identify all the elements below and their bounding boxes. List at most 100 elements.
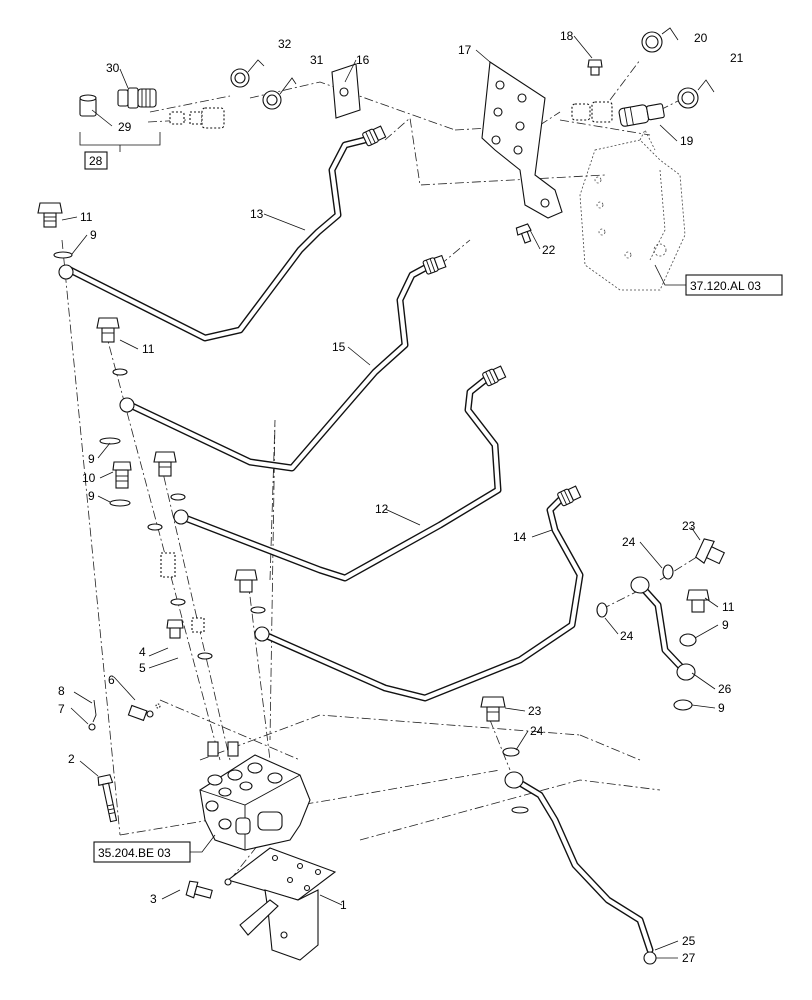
coupler-19 xyxy=(618,103,665,127)
label-23-a: 23 xyxy=(682,519,696,533)
adapter-10 xyxy=(112,461,132,489)
label-24-c: 24 xyxy=(530,724,544,738)
label-22: 22 xyxy=(542,243,556,257)
coupler-dotted-a xyxy=(169,107,225,129)
label-12: 12 xyxy=(375,502,389,516)
plate-16 xyxy=(331,63,361,119)
couplers-left xyxy=(79,59,297,129)
label-6: 6 xyxy=(108,673,115,687)
label-15: 15 xyxy=(332,340,346,354)
alignment-lines xyxy=(61,59,701,881)
washer-9-a xyxy=(53,251,73,259)
washer-24-b xyxy=(596,602,608,618)
coupler-30 xyxy=(117,87,157,109)
label-9-b: 9 xyxy=(88,452,95,466)
bolt-11-e xyxy=(686,589,710,613)
banjo-end-26a xyxy=(630,576,650,594)
washer-24-a xyxy=(662,564,674,580)
label-23-b: 23 xyxy=(528,704,542,718)
washer-9-b xyxy=(99,437,121,445)
label-1: 1 xyxy=(340,898,347,912)
label-9-c: 9 xyxy=(88,489,95,503)
banjo-end-12 xyxy=(173,509,189,525)
control-valve xyxy=(199,741,311,851)
label-28: 28 xyxy=(89,154,103,168)
banjo-bolts xyxy=(37,202,726,722)
label-7: 7 xyxy=(58,702,65,716)
pipe-fittings xyxy=(58,125,696,965)
bolt-3 xyxy=(185,880,213,899)
washer-24-c xyxy=(502,747,520,757)
bolt-4 xyxy=(166,619,184,639)
cap-29 xyxy=(79,94,97,117)
callout-leaders xyxy=(61,35,719,959)
box-28 xyxy=(84,151,108,170)
label-16: 16 xyxy=(356,53,370,67)
label-20: 20 xyxy=(694,31,708,45)
label-11-b: 11 xyxy=(142,342,155,356)
label-5: 5 xyxy=(139,661,146,675)
washer-small-7 xyxy=(511,806,529,814)
coupler-dotted-b xyxy=(571,101,613,123)
adapter-dotted-1 xyxy=(160,552,176,578)
label-14: 14 xyxy=(513,530,527,544)
banjo-end-14 xyxy=(254,626,270,642)
label-10: 10 xyxy=(82,471,96,485)
label-24-a: 24 xyxy=(622,535,636,549)
oring-21 xyxy=(677,87,699,109)
label-30: 30 xyxy=(106,61,120,75)
pin-7 xyxy=(88,723,96,731)
oring-32 xyxy=(230,68,250,88)
washer-small-6 xyxy=(197,652,213,660)
washer-small-5 xyxy=(250,606,266,614)
pipes xyxy=(66,136,686,954)
label-8: 8 xyxy=(58,684,65,698)
label-3: 3 xyxy=(150,892,157,906)
banjo-end-13 xyxy=(58,264,74,280)
label-21: 21 xyxy=(730,51,744,65)
screw-22 xyxy=(515,223,532,244)
spool-ports xyxy=(207,741,239,757)
oring-27 xyxy=(643,951,657,965)
fitting-15 xyxy=(422,254,447,275)
washer-small-1 xyxy=(112,368,128,376)
label-27: 27 xyxy=(682,951,696,965)
banjo-end-26b xyxy=(676,663,696,681)
label-2: 2 xyxy=(68,752,75,766)
screw-18 xyxy=(587,59,603,76)
washer-small-4 xyxy=(170,598,186,606)
label-11-a: 11 xyxy=(80,210,93,224)
callout-labels: 1 2 3 4 5 6 7 8 9 9 9 9 9 10 11 11 11 12… xyxy=(58,29,744,965)
label-9-a: 9 xyxy=(90,228,97,242)
fitting-14 xyxy=(557,485,582,507)
bolt-2 xyxy=(97,774,118,823)
bolt-23-b xyxy=(480,696,506,722)
bolt-11-c xyxy=(153,451,177,477)
label-11-c: 11 xyxy=(722,600,735,614)
washer-small-2 xyxy=(170,493,186,501)
couplers-right xyxy=(515,27,715,244)
adapters xyxy=(112,461,205,633)
adapter-dotted-2 xyxy=(191,617,205,633)
bolt-11-d xyxy=(234,569,258,593)
washer-9-c xyxy=(109,499,131,507)
ref-label-top: 37.120.AL 03 xyxy=(690,279,761,293)
oring-31 xyxy=(262,90,282,110)
label-26: 26 xyxy=(718,682,732,696)
fitting-12 xyxy=(482,365,507,387)
oring-20 xyxy=(641,31,663,53)
bolt-11-b xyxy=(96,317,120,343)
bolt-11-a xyxy=(37,202,63,228)
washer-9-d xyxy=(679,633,697,647)
label-31: 31 xyxy=(310,53,324,67)
washer-9-e xyxy=(673,699,693,711)
washers xyxy=(53,251,697,814)
bolt-23-a xyxy=(695,538,726,565)
label-9-e: 9 xyxy=(718,701,725,715)
small-hardware xyxy=(88,699,213,899)
label-32: 32 xyxy=(278,37,292,51)
washer-small-3 xyxy=(147,523,163,531)
label-24-b: 24 xyxy=(620,629,634,643)
valve-body-ref-top xyxy=(579,129,686,291)
switch-6 xyxy=(127,703,161,722)
